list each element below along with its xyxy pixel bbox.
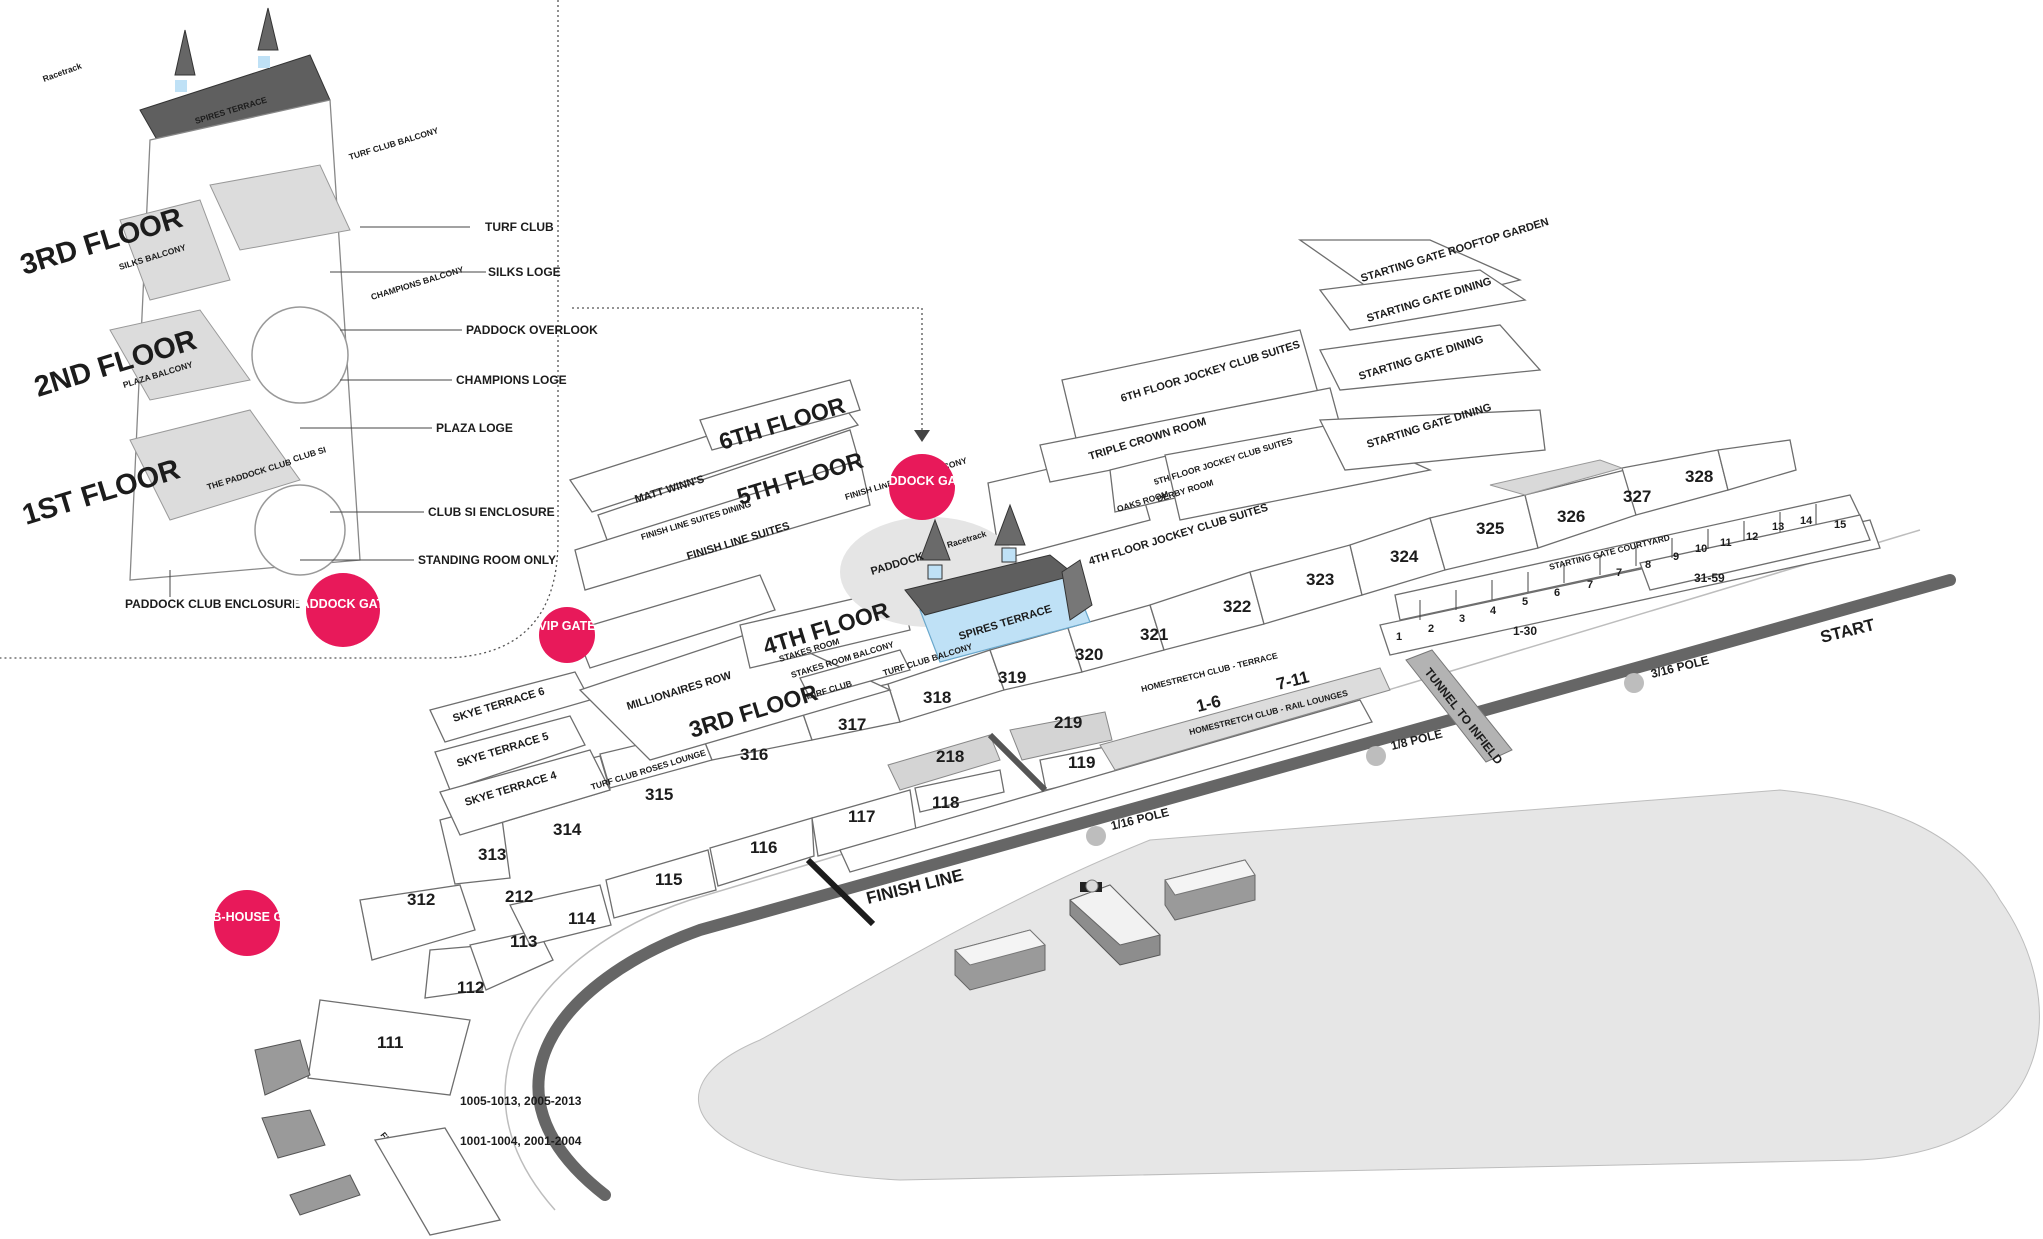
clubhouse-gate[interactable]: CLUB-HOUSE GATE (187, 890, 308, 956)
svg-text:13: 13 (1772, 521, 1784, 533)
svg-text:PADDOCK GATE: PADDOCK GATE (872, 474, 972, 488)
paddock-gate[interactable]: PADDOCK GATE (872, 454, 972, 520)
callout-champions-loge: CHAMPIONS LOGE (456, 373, 567, 387)
section-115: 115 (655, 870, 682, 889)
label-box-range-2: 1001-1004, 2001-2004 (460, 1134, 582, 1148)
callout-silks-loge: SILKS LOGE (488, 265, 561, 279)
section-323: 323 (1306, 570, 1334, 589)
callout-standing-room-only: STANDING ROOM ONLY (418, 553, 556, 567)
svg-text:CLUB-HOUSE GATE: CLUB-HOUSE GATE (187, 910, 308, 924)
svg-text:7: 7 (1616, 567, 1622, 579)
svg-text:PADDOCK GATE: PADDOCK GATE (293, 597, 393, 611)
section-118: 118 (932, 793, 959, 812)
section-117: 117 (848, 807, 875, 826)
label-homestretch-terrace: HOMESTRETCH CLUB - TERRACE (1140, 650, 1279, 694)
section-218: 218 (936, 747, 964, 766)
inset-turf-club-balcony: TURF CLUB BALCONY (348, 125, 440, 162)
grandstand-100-level (307, 699, 1373, 1096)
section-111: 111 (377, 1033, 404, 1052)
section-318: 318 (923, 688, 951, 707)
finish-line-marker (805, 857, 876, 927)
inset-paddock-gate[interactable]: PADDOCK GATE (293, 573, 393, 647)
section-312: 312 (407, 890, 435, 909)
svg-text:3: 3 (1459, 613, 1465, 625)
section-319: 319 (998, 668, 1026, 687)
section-314: 314 (553, 820, 582, 839)
svg-text:12: 12 (1746, 531, 1758, 543)
infield (698, 789, 2040, 1181)
callout-paddock-club-enclosure: PADDOCK CLUB ENCLOSURE (125, 597, 300, 611)
svg-text:14: 14 (1800, 515, 1813, 527)
callout-paddock-overlook: PADDOCK OVERLOOK (466, 323, 598, 337)
callout-turf-club: TURF CLUB (485, 220, 554, 234)
svg-text:TUNNEL TO INFIELD: TUNNEL TO INFIELD (1422, 665, 1506, 767)
section-328: 328 (1685, 467, 1713, 486)
section-315: 315 (645, 785, 673, 804)
svg-text:7: 7 (1587, 579, 1593, 591)
vip-gate[interactable]: VIP GATE (538, 607, 596, 663)
starting-gate-boxes (1099, 494, 1881, 771)
section-212: 212 (505, 887, 533, 906)
section-321: 321 (1140, 625, 1168, 644)
callout-plaza-loge: PLAZA LOGE (436, 421, 513, 435)
starting-gate-box-numbers: 1 2 3 4 5 6 7 7 8 9 10 11 12 13 14 15 31… (1396, 515, 1846, 643)
svg-text:1: 1 (1396, 631, 1402, 643)
section-116: 116 (750, 838, 777, 857)
section-317: 317 (838, 715, 866, 734)
infield-buildings (954, 859, 1256, 991)
label-box-range-1: 1005-1013, 2005-2013 (460, 1094, 582, 1108)
clubhouse-structures (429, 239, 1546, 836)
svg-text:4: 4 (1490, 605, 1497, 617)
section-119: 119 (1068, 753, 1095, 772)
svg-text:15: 15 (1834, 519, 1846, 531)
svg-text:10: 10 (1695, 543, 1707, 555)
section-219: 219 (1054, 713, 1082, 732)
svg-text:11: 11 (1720, 537, 1732, 549)
section-313: 313 (478, 845, 506, 864)
svg-text:2: 2 (1428, 623, 1434, 635)
inset-champions-balcony: CHAMPIONS BALCONY (370, 264, 465, 302)
twin-spires-building (840, 503, 1093, 663)
pole-marker-1-16 (1086, 826, 1106, 846)
svg-text:6: 6 (1554, 587, 1560, 599)
svg-text:1-30: 1-30 (1513, 624, 1537, 638)
section-322: 322 (1223, 597, 1251, 616)
inset-panel: Racetrack 3RD FLOOR 2ND FLOOR 1ST FLOOR … (0, 0, 930, 659)
section-320: 320 (1075, 645, 1103, 664)
section-324: 324 (1390, 547, 1419, 566)
svg-text:31-59: 31-59 (1694, 571, 1725, 585)
svg-text:5: 5 (1522, 596, 1528, 608)
svg-text:VIP GATE: VIP GATE (538, 619, 595, 633)
section-112: 112 (457, 978, 484, 997)
pole-marker-1-8 (1366, 746, 1386, 766)
pole-marker-3-16 (1624, 673, 1644, 693)
section-114: 114 (568, 909, 596, 928)
svg-text:9: 9 (1673, 551, 1679, 563)
section-325: 325 (1476, 519, 1504, 538)
section-326: 326 (1557, 507, 1585, 526)
section-327: 327 (1623, 487, 1651, 506)
section-113: 113 (510, 932, 537, 951)
racetrack-rail (504, 529, 1956, 1211)
svg-text:8: 8 (1645, 559, 1651, 571)
first-turn-buildings (254, 1039, 502, 1236)
section-labels-100: 111 112 113 114 115 116 117 118 119 (377, 753, 1095, 1052)
section-316: 316 (740, 745, 768, 764)
callout-club-si-enclosure: CLUB SI ENCLOSURE (428, 505, 555, 519)
inset-direction: Racetrack (41, 60, 83, 83)
section-labels-200: 212 218 219 (505, 713, 1082, 906)
section-labels-300: 312 313 314 315 316 317 318 319 320 321 … (407, 467, 1713, 909)
